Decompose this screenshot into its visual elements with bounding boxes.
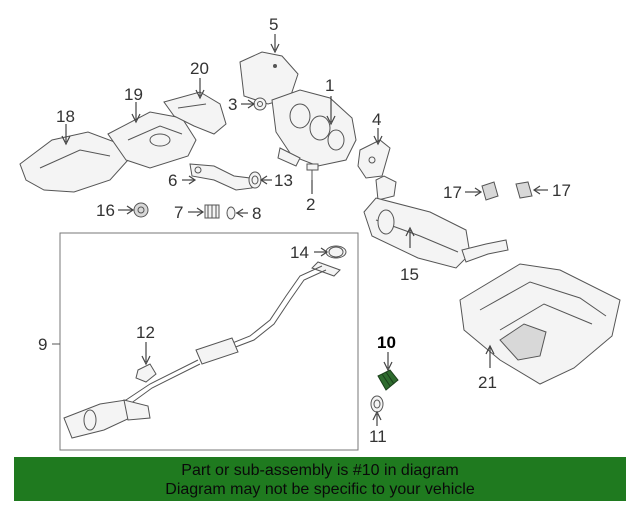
part-11-gasket: [370, 395, 384, 413]
label-12: 12: [136, 323, 155, 342]
label-15: 15: [400, 265, 419, 284]
label-6: 6: [168, 171, 177, 190]
label-3: 3: [228, 95, 237, 114]
part-13-gasket: [248, 171, 262, 189]
label-11: 11: [369, 427, 387, 446]
label-19: 19: [124, 85, 143, 104]
part-20-heat-shield: [163, 91, 227, 135]
label-17-left: 17: [443, 183, 462, 202]
part-3-nut: [253, 97, 267, 111]
part-17-hanger-left: [481, 181, 499, 201]
part-18-heat-shield: [19, 131, 129, 193]
label-16: 16: [96, 201, 115, 220]
label-10: 10: [377, 333, 396, 352]
label-18: 18: [56, 107, 75, 126]
part-14-gasket: [328, 246, 344, 258]
label-17-right: 17: [552, 181, 571, 200]
part-21-floor-heat-shield: [459, 263, 621, 385]
label-14: 14: [290, 243, 309, 262]
part-19-heat-shield: [107, 111, 197, 169]
part-15-muffler: [363, 175, 509, 269]
part-6-front-pipe: [189, 163, 253, 191]
label-13: 13: [274, 171, 293, 190]
banner-line-1: Part or sub-assembly is #10 in diagram: [181, 462, 459, 479]
label-8: 8: [252, 204, 261, 223]
label-2: 2: [306, 195, 315, 214]
part-16-mount: [133, 202, 149, 218]
part-9-assembly-box: [59, 232, 359, 451]
part-7-spring: [204, 204, 220, 219]
part-5-heat-shield: [239, 51, 299, 105]
label-4: 4: [372, 110, 381, 129]
label-1: 1: [325, 76, 334, 95]
label-7: 7: [174, 203, 183, 222]
part-4-bracket: [357, 139, 391, 179]
part-10-spring-highlight: [377, 369, 399, 391]
info-banner: Part or sub-assembly is #10 in diagram D…: [14, 457, 626, 501]
banner-line-2: Diagram may not be specific to your vehi…: [165, 481, 475, 498]
label-9: 9: [38, 335, 47, 354]
label-5: 5: [269, 15, 278, 34]
part-17-hanger-right: [515, 181, 533, 199]
part-2-bolt: [306, 163, 319, 180]
label-20: 20: [190, 59, 209, 78]
label-21: 21: [478, 373, 497, 392]
part-9-exhaust-pipe: [63, 245, 347, 439]
part-12-hanger: [135, 363, 157, 383]
part-8-nut: [226, 206, 236, 220]
part-1-exhaust-manifold: [271, 89, 357, 167]
